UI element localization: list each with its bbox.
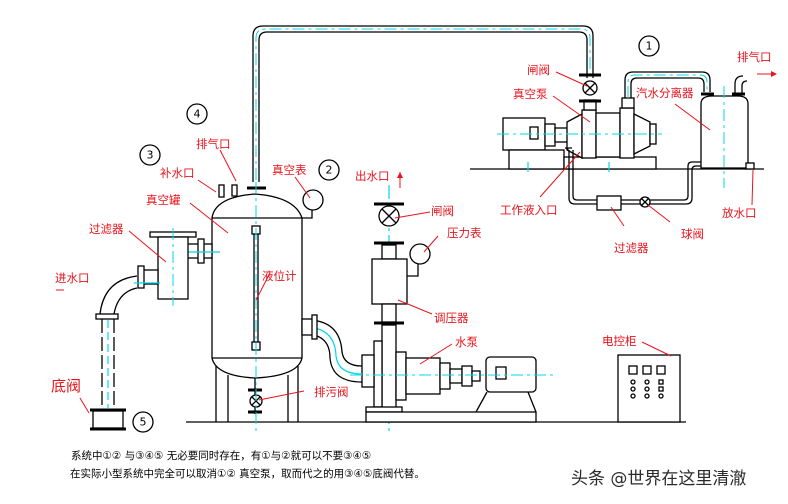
label-refill-port: 补水口	[160, 166, 195, 180]
drain-port	[745, 162, 755, 170]
exhaust-port-nozzle	[231, 184, 238, 197]
note-line-2: 在实际小型系统中完全可以取消①② 真空泵，取而代之的用③④⑤底阀代替。	[70, 467, 425, 480]
marker-3-label: 3	[147, 149, 154, 162]
marker-4: 4	[186, 103, 208, 125]
bottom-valve	[92, 410, 124, 429]
label-vacuum-pump: 真空泵	[513, 87, 548, 101]
refill-port-nozzle	[218, 184, 225, 198]
label-steam-water-separator: 汽水分离器	[636, 86, 694, 100]
vacuum-line-pipe	[252, 25, 594, 182]
label-gate-valve-outlet: 闸阀	[431, 204, 454, 218]
label-vacuum-tank: 真空罐	[146, 193, 181, 207]
label-filter-right: 过滤器	[614, 241, 649, 255]
marker-5-label: 5	[140, 416, 147, 429]
label-ball-valve: 球阀	[681, 227, 704, 241]
marker-2: 2	[318, 159, 340, 181]
label-bottom-valve: 底阀	[51, 377, 81, 395]
working-fluid-loop	[564, 147, 701, 211]
label-pressure-gauge: 压力表	[447, 226, 482, 240]
note-line-1: 系统中①② 与③④⑤ 无必要同时存在，有①与②就可以不要③④⑤	[71, 449, 371, 462]
label-water-outlet: 出水口	[355, 169, 390, 183]
marker-3: 3	[139, 144, 161, 166]
label-water-inlet: 进水口	[55, 271, 90, 285]
vacuum-pump-unit	[497, 73, 662, 172]
label-water-pump: 水泵	[455, 335, 478, 349]
label-gate-valve-top: 闸阀	[527, 63, 550, 77]
leader-lines	[79, 71, 754, 414]
label-exhaust-port-right: 排气口	[737, 50, 772, 64]
watermark: 头条 @世界在这里清澈	[571, 469, 746, 489]
marker-1-label: 1	[646, 40, 653, 53]
label-filter-left: 过滤器	[89, 222, 124, 236]
marker-2-label: 2	[326, 164, 333, 177]
water-pump-body	[405, 357, 441, 395]
label-blowdown-valve: 排污阀	[314, 385, 349, 399]
label-level-gauge: 液位计	[262, 269, 297, 283]
label-working-fluid-inlet: 工作液入口	[500, 203, 558, 217]
label-pressure-regulator: 调压器	[434, 311, 469, 325]
separator-pipe	[624, 71, 711, 98]
loop-filter	[596, 195, 622, 211]
vacuum-tank	[180, 182, 324, 432]
marker-1: 1	[638, 35, 660, 57]
label-control-cabinet: 电控柜	[602, 334, 637, 348]
intake-filter	[90, 228, 197, 431]
label-drain-port: 放水口	[722, 206, 757, 220]
marker-5: 5	[132, 411, 154, 433]
steam-water-separator	[700, 75, 755, 188]
control-cabinet	[617, 354, 681, 423]
pressure-gauge	[409, 243, 431, 265]
water-pump-unit	[301, 172, 556, 432]
pressure-regulator	[371, 258, 408, 305]
marker-4-label: 4	[194, 108, 201, 121]
label-exhaust-port-tank: 排气口	[196, 137, 231, 151]
label-vacuum-gauge: 真空表	[272, 163, 307, 177]
